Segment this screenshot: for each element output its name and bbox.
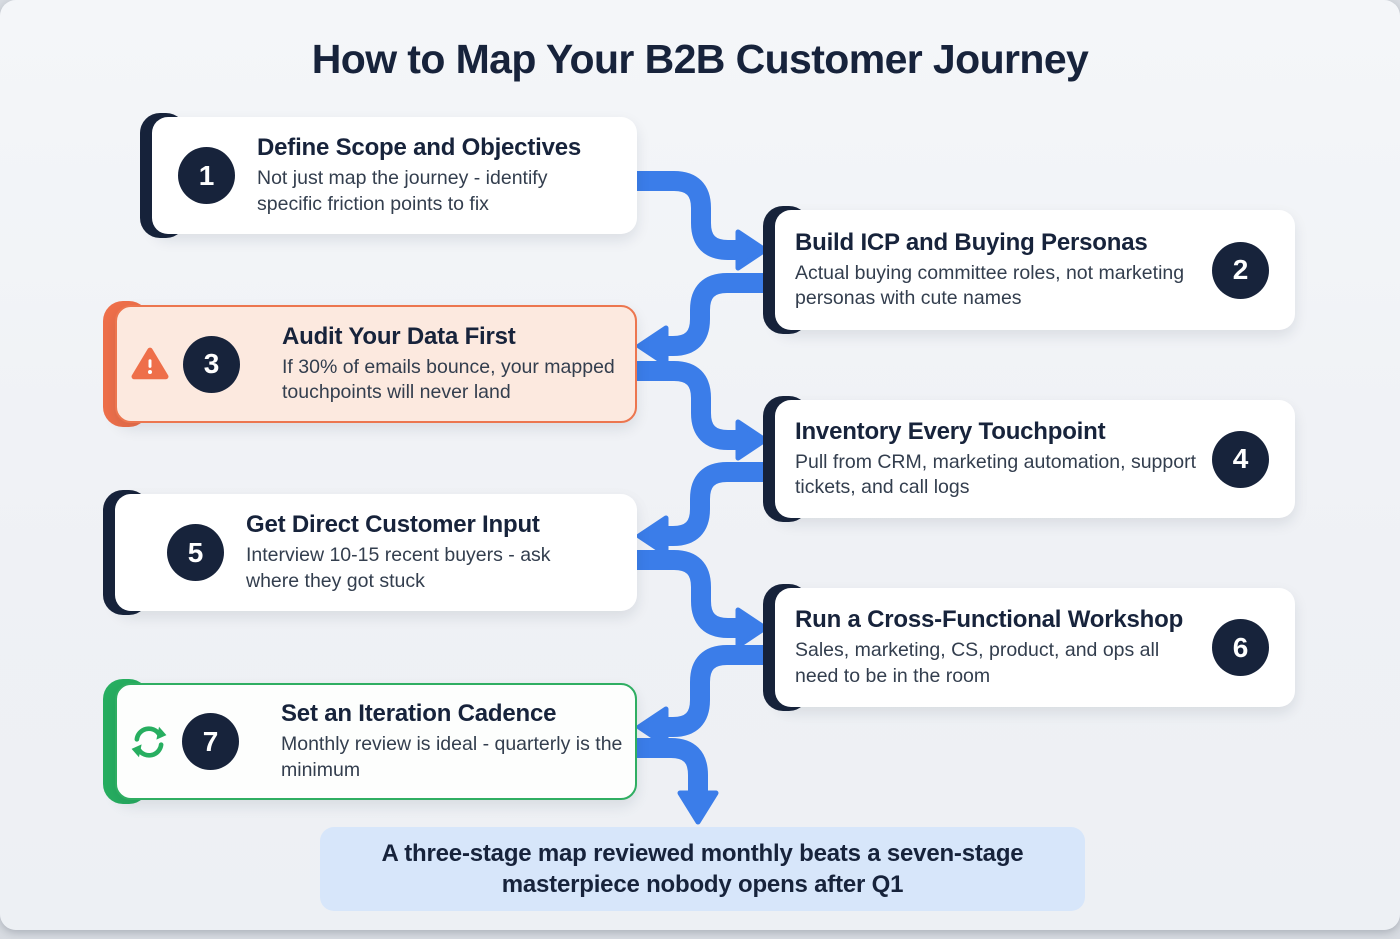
step-4-description: Pull from CRM, marketing automation, sup… [795,450,1196,498]
step-3-title: Audit Your Data First [282,322,516,350]
step-6-number-badge: 6 [1212,619,1269,676]
arrow-step4-to-step5 [636,462,772,557]
page-title: How to Map Your B2B Customer Journey [311,36,1089,82]
step-card-1: 1 Define Scope and Objectives Not just m… [140,113,637,238]
step-5-title: Get Direct Customer Input [246,511,540,539]
arrow-step1-to-step2 [628,171,768,271]
step-7-number-badge: 7 [182,713,239,770]
step-7-description: Monthly review is ideal - quarterly is t… [281,733,623,781]
step-2-title: Build ICP and Buying Personas [795,228,1148,256]
step-3-number-badge: 3 [183,335,240,393]
step-2-description: Actual buying committee roles, not marke… [795,261,1185,309]
step-card-3: 3 Audit Your Data First If 30% of emails… [103,301,637,427]
refresh-cycle-icon [131,725,167,758]
step-1-number-badge: 1 [178,147,235,204]
step-3-description: If 30% of emails bounce, your mapped tou… [282,355,615,403]
arrow-step3-to-step4 [628,361,768,461]
step-card-4: Inventory Every Touchpoint Pull from CRM… [763,396,1295,522]
step-card-6: Run a Cross-Functional Workshop Sales, m… [763,584,1295,711]
summary-text: A three-stage map reviewed monthly beats… [381,839,1024,898]
step-2-number-badge: 2 [1212,241,1269,299]
step-5-description: Interview 10-15 recent buyers - ask wher… [246,544,551,592]
step-card-5: 5 Get Direct Customer Input Interview 10… [103,490,637,615]
step-6-title: Run a Cross-Functional Workshop [795,606,1184,634]
arrow-step5-to-step6 [628,550,768,649]
step-4-number-badge: 4 [1212,430,1269,488]
arrow-step2-to-step3 [636,273,772,367]
step-5-number-badge: 5 [167,524,224,581]
step-card-2: Build ICP and Buying Personas Actual buy… [763,206,1295,334]
step-6-description: Sales, marketing, CS, product, and ops a… [795,639,1160,687]
step-1-description: Not just map the journey - identify spec… [257,167,548,215]
step-1-title: Define Scope and Objectives [257,134,582,162]
step-7-title: Set an Iteration Cadence [281,700,557,728]
summary-banner: A three-stage map reviewed monthly beats… [320,827,1085,911]
step-card-7: 7 Set an Iteration Cadence Monthly revie… [103,679,637,804]
arrow-step7-to-summary [628,738,719,825]
warning-triangle-icon [131,347,169,380]
step-4-title: Inventory Every Touchpoint [795,417,1106,445]
arrow-step6-to-step7 [636,645,772,748]
